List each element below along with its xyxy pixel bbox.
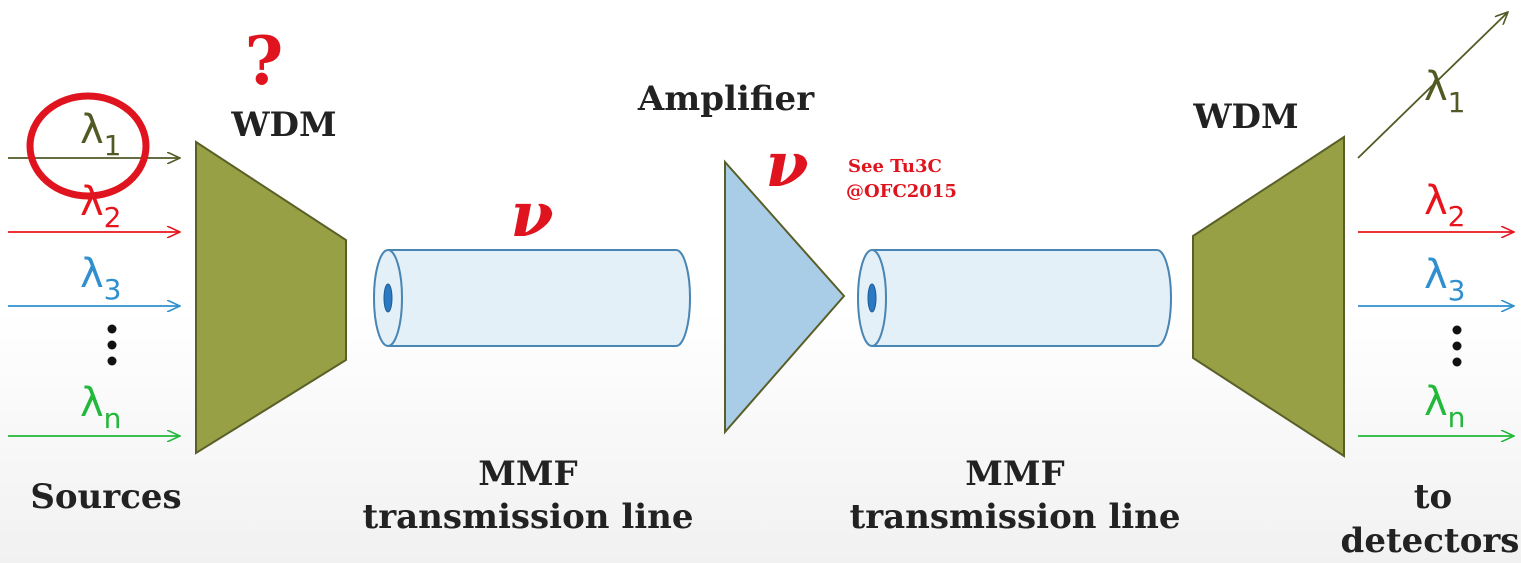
- mmf-fiber-left: [373, 249, 691, 347]
- input-label-lambda-2: λ2: [80, 179, 122, 234]
- wdm-demux-right: [1192, 135, 1345, 458]
- mmf-right-label-line1: MMF: [965, 454, 1064, 494]
- conference-note-line2: @OFC2015: [846, 181, 957, 202]
- output-label-lambda-1: λ1: [1424, 64, 1466, 119]
- output-ellipsis-dots: [1452, 325, 1462, 367]
- amplifier-triangle: [724, 159, 846, 435]
- question-mark: ?: [245, 22, 284, 100]
- highlight-circle: [26, 92, 150, 200]
- input-label-lambda-n: λn: [80, 380, 121, 435]
- mmf-right-label-line2: transmission line: [849, 497, 1180, 537]
- wdm-mux-left: [195, 140, 347, 455]
- output-label-lambda-2: λ2: [1424, 178, 1466, 233]
- conference-note-line1: See Tu3C: [848, 156, 942, 177]
- mmf-left-label-line1: MMF: [478, 454, 577, 494]
- amplifier-label: Amplifier: [637, 79, 815, 119]
- input-label-lambda-1: λ1: [80, 107, 122, 162]
- input-ellipsis-dots: [107, 324, 117, 366]
- fiber-core-left: [383, 283, 393, 313]
- mmf-fiber-right: [857, 249, 1172, 347]
- input-label-lambda-3: λ3: [80, 251, 122, 306]
- to-detectors-label-line1: to: [1414, 477, 1452, 517]
- fiber-core-right: [867, 283, 877, 313]
- sources-label: Sources: [30, 477, 181, 517]
- output-label-lambda-n: λn: [1424, 379, 1465, 434]
- output-arrow-lambda-1: [1357, 12, 1508, 159]
- output-label-lambda-3: λ3: [1424, 252, 1466, 307]
- nu-symbol-amplifier: ν: [765, 128, 808, 201]
- nu-symbol-left: ν: [510, 178, 553, 251]
- wdm-left-label: WDM: [230, 105, 336, 145]
- wdm-right-label: WDM: [1192, 97, 1298, 137]
- to-detectors-label-line2: detectors: [1341, 521, 1520, 561]
- mmf-left-label-line2: transmission line: [362, 497, 693, 537]
